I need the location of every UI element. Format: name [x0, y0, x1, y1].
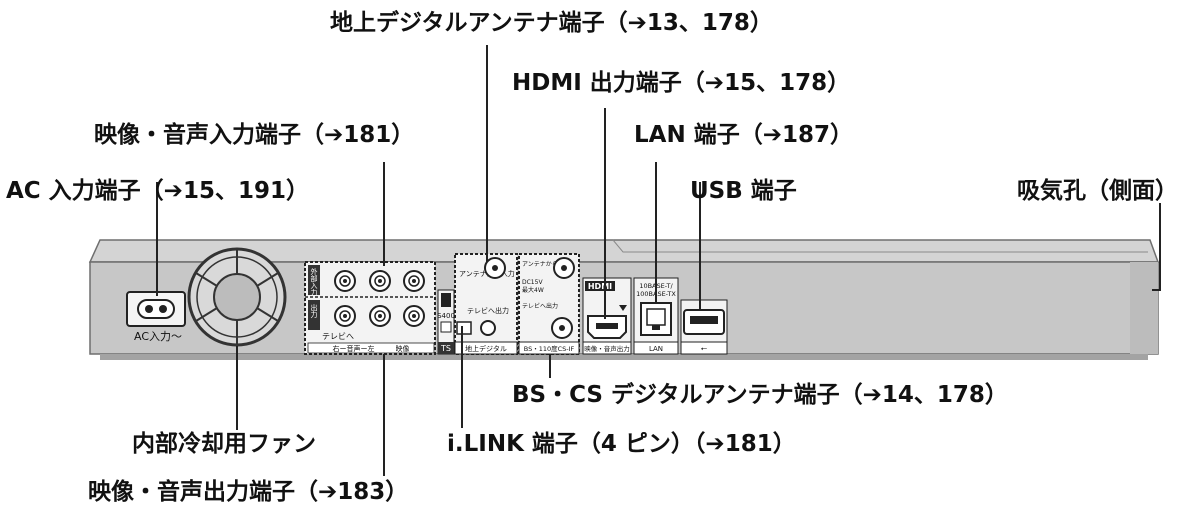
tv-out-label: テレビへ — [322, 332, 354, 341]
cs-in-label-2: DC15V — [522, 279, 543, 286]
ts-label: TS — [440, 344, 451, 353]
hdmi-block: HDMI 映像・音声出力 — [582, 277, 632, 355]
bs-cs-label: BS・110度CS-IF — [524, 344, 575, 353]
hdmi-logo-label: HDMI — [588, 282, 612, 291]
callout-cooling-fan: 内部冷却用ファン — [132, 431, 316, 457]
cooling-fan-icon — [187, 247, 287, 347]
bs-cs-antenna-block: アンテナから入力 DC15V 最大4W テレビへ出力 BS・110度CS-IF — [518, 253, 580, 355]
cs-in-label-3: 最大4W — [522, 286, 544, 294]
terrestrial-label: 地上デジタル — [465, 344, 507, 353]
callout-terrestrial-antenna: 地上デジタルアンテナ端子（➔13、178） — [330, 10, 773, 36]
callout-ilink: i.LINK 端子（4 ピン）（➔181） — [447, 431, 796, 457]
callout-av-input: 映像・音声入力端子（➔181） — [94, 122, 415, 148]
av-in-side-label: 外部入力 — [310, 267, 318, 297]
tv-out2-label: テレビへ出力 — [467, 306, 509, 315]
callout-bs-cs-antenna: BS・CS デジタルアンテナ端子（➔14、178） — [512, 382, 1008, 408]
leader-lines — [156, 45, 1161, 476]
usb-under-label: ⭠ — [701, 344, 708, 353]
ac-inlet-label: AC入力〜 — [134, 330, 182, 343]
callout-hdmi-output: HDMI 出力端子（➔15、178） — [512, 70, 851, 96]
cs-in-label-1: アンテナから入力 — [522, 260, 570, 268]
s400-label: S400 — [437, 312, 455, 320]
terrestrial-antenna-block: アンテナから入力 テレビへ出力 地上デジタル — [454, 253, 518, 355]
usb-block: ⭠ — [680, 299, 728, 355]
ac-inlet: AC入力〜 — [126, 291, 186, 343]
ilink-block: S400 TS — [437, 289, 455, 355]
audio-video-label: 右ー音声ー左 映像 — [333, 344, 410, 353]
hdmi-under-label: 映像・音声出力 — [584, 344, 630, 353]
cs-out-label: テレビへ出力 — [522, 302, 558, 310]
av-terminal-block: 外部入力 出力 テレビへ 右ー音声ー左 映像 — [304, 261, 436, 355]
callout-air-intake: 吸気孔（側面） — [1017, 178, 1178, 204]
callout-av-output: 映像・音声出力端子（➔183） — [88, 479, 409, 505]
callout-lan: LAN 端子（➔187） — [634, 122, 853, 148]
av-out-side-label: 出力 — [310, 303, 318, 319]
callout-usb: USB 端子 — [690, 178, 797, 204]
callout-ac-input: AC 入力端子（➔15、191） — [6, 178, 309, 204]
lan-under-label: LAN — [649, 345, 663, 353]
